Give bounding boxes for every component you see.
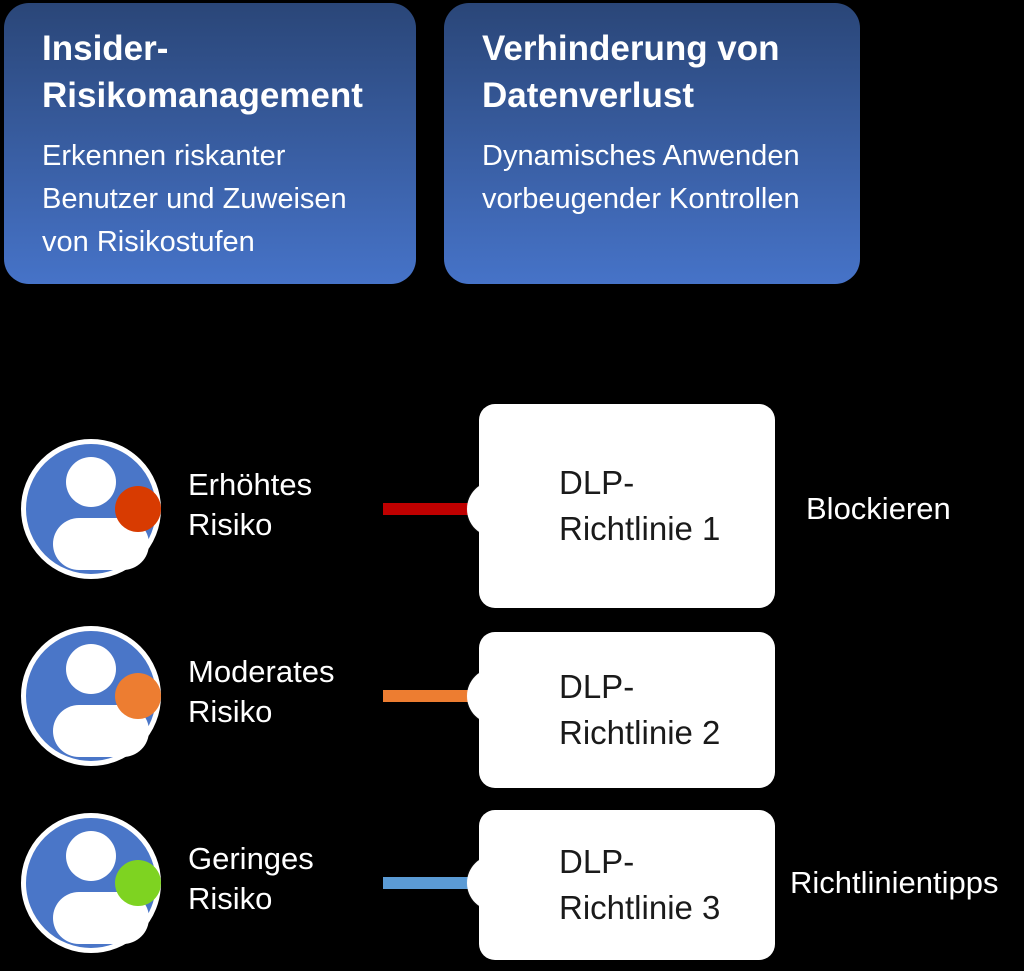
dlp-policy-box: DLP- Richtlinie 1 — [479, 404, 775, 608]
dlp-policy-label: DLP- Richtlinie 3 — [559, 843, 721, 926]
dlp-policy-label: DLP- Richtlinie 2 — [559, 668, 721, 751]
risk-level-badge — [115, 486, 161, 532]
persona-head-shape — [66, 831, 116, 881]
card-data-loss-prevention: Verhinderung von Datenverlust Dynamische… — [444, 3, 860, 284]
connector-line — [383, 503, 479, 515]
risk-label: Erhöhtes Risiko — [188, 467, 313, 542]
action-label: Richtlinientipps — [790, 865, 999, 900]
dlp-policy-box: DLP- Richtlinie 3 — [479, 810, 775, 960]
persona-head-shape — [66, 644, 116, 694]
connector-line — [383, 877, 479, 889]
risk-label: Moderates Risiko — [188, 654, 335, 729]
risk-level-badge — [115, 673, 161, 719]
dlp-policy-box: DLP- Richtlinie 2 — [479, 632, 775, 788]
card-title: Insider- Risikomanagement — [42, 29, 363, 115]
user-persona-icon — [21, 813, 161, 953]
card-subtitle: Dynamisches Anwenden vorbeugender Kontro… — [482, 140, 800, 215]
user-persona-icon — [21, 439, 161, 579]
action-label: Blockieren — [806, 491, 951, 526]
user-persona-icon — [21, 626, 161, 766]
card-title: Verhinderung von Datenverlust — [482, 29, 780, 115]
connector-line — [383, 690, 479, 702]
card-subtitle: Erkennen riskanter Benutzer und Zuweisen… — [42, 140, 347, 258]
persona-head-shape — [66, 457, 116, 507]
dlp-policy-label: DLP- Richtlinie 1 — [559, 464, 721, 547]
card-insider-risk-management: Insider- Risikomanagement Erkennen riska… — [4, 3, 416, 284]
risk-level-badge — [115, 860, 161, 906]
risk-label: Geringes Risiko — [188, 841, 314, 916]
